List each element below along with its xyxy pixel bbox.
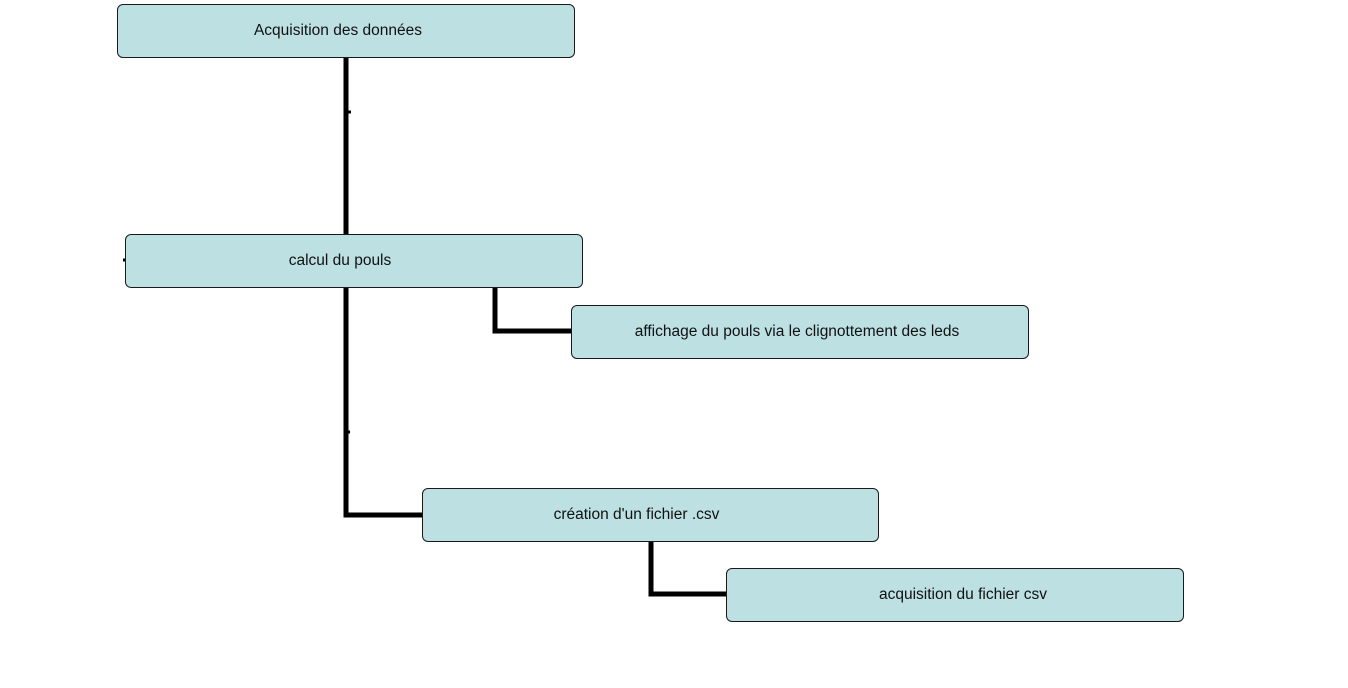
node-affichage-du-pouls: affichage du pouls via le clignottement … (571, 305, 1029, 359)
node-label: création d'un fichier .csv (553, 506, 720, 523)
connector-calcul-to-affichage (492, 288, 571, 334)
node-label: acquisition du fichier csv (879, 586, 1047, 603)
node-label: calcul du pouls (288, 252, 392, 269)
node-creation-fichier-csv: création d'un fichier .csv (422, 488, 879, 542)
node-calcul-du-pouls: calcul du pouls (125, 234, 583, 288)
node-acquisition-fichier-csv: acquisition du fichier csv (726, 568, 1184, 622)
connector-calcul-to-creation (343, 288, 422, 518)
node-acquisition-des-donnees: Acquisition des données (117, 4, 575, 58)
connector-creation-to-acquisition-csv (648, 542, 726, 597)
node-label: Acquisition des données (253, 22, 423, 39)
node-label: affichage du pouls via le clignottement … (634, 323, 960, 340)
